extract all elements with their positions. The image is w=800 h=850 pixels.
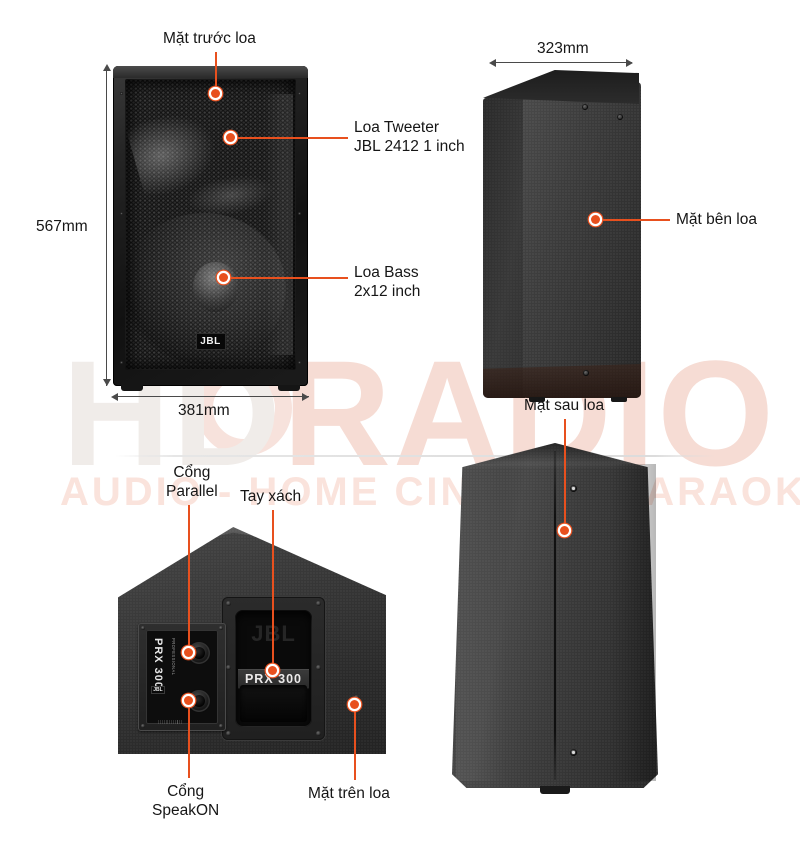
callout-line-front-face	[215, 52, 217, 94]
side-screw	[617, 114, 623, 120]
speaker-top-view: JBL PRX 300 PRX 300 PROFESSIONAL JBL	[118, 527, 386, 754]
dimension-line-width	[113, 396, 309, 398]
callout-dot-carry-handle	[268, 666, 277, 675]
callout-label-top-face: Mặt trên loa	[308, 785, 390, 802]
dimension-text-height: 567mm	[36, 218, 88, 235]
rear-foot	[540, 786, 570, 794]
dimension-arrow-up-icon	[102, 64, 111, 71]
handle-screw	[226, 601, 231, 606]
dimension-arrow-right-icon	[626, 58, 633, 67]
connector-plate: PRX 300 PROFESSIONAL JBL	[138, 623, 226, 731]
plate-screw	[141, 724, 145, 728]
grille-edge-highlight	[265, 93, 293, 356]
rear-center-seam	[554, 451, 556, 780]
side-screw	[582, 104, 588, 110]
callout-line-carry-handle	[272, 510, 274, 670]
handle-grip	[239, 684, 308, 723]
callout-line-tweeter	[230, 137, 348, 139]
rear-screw	[570, 485, 577, 492]
handle-screw	[316, 665, 321, 670]
plate-model-label: PRX 300	[152, 638, 164, 690]
callout-line-side-face	[598, 219, 670, 221]
dimension-arrow-left-icon	[489, 58, 496, 67]
jbl-badge-label: JBL	[200, 335, 221, 347]
dimension-arrow-down-icon	[102, 379, 111, 386]
side-bottom-band	[483, 364, 641, 398]
side-screw	[583, 370, 589, 376]
rear-right-shadow	[610, 463, 656, 782]
handle-screw	[316, 731, 321, 736]
plate-sub-label: PROFESSIONAL	[171, 638, 176, 676]
dimension-text-width: 381mm	[178, 402, 230, 419]
callout-line-rear-face	[564, 419, 566, 529]
callout-label-front-face: Mặt trước loa	[163, 30, 256, 47]
dimension-line-depth	[492, 62, 632, 64]
plate-screw	[219, 626, 223, 630]
plate-screw	[219, 724, 223, 728]
handle-screw	[226, 731, 231, 736]
callout-label-speakon-port: Cổng SpeakON	[152, 783, 220, 819]
side-chamfer	[483, 98, 525, 398]
front-foot	[278, 385, 300, 391]
rear-screw	[570, 749, 577, 756]
callout-dot-front-face	[211, 89, 220, 98]
callout-dot-side-face	[591, 215, 600, 224]
side-foot	[611, 397, 627, 402]
callout-line-bass	[228, 277, 348, 279]
callout-line-parallel-port	[188, 505, 190, 653]
front-foot	[121, 385, 143, 391]
connector-plate-face: PRX 300 PROFESSIONAL JBL	[146, 630, 218, 724]
callout-dot-rear-face	[560, 526, 569, 535]
front-screw	[120, 212, 123, 215]
front-screw	[298, 92, 301, 95]
front-screw	[298, 212, 301, 215]
callout-dot-tweeter	[226, 133, 235, 142]
front-screw	[298, 361, 301, 364]
callout-line-top-face	[354, 706, 356, 780]
speaker-rear-view	[452, 443, 658, 794]
callout-dot-speakon-port	[184, 696, 193, 705]
callout-label-rear-face: Mặt sau loa	[524, 397, 605, 414]
callout-label-carry-handle: Tay xách	[240, 488, 302, 505]
woofer-dustcap	[193, 262, 238, 312]
plate-screw	[141, 626, 145, 630]
plate-jbl-badge: JBL	[151, 686, 165, 694]
front-top-bevel	[113, 66, 308, 78]
callout-label-tweeter: Loa Tweeter JBL 2412 1 inch	[354, 119, 465, 155]
callout-dot-top-face	[350, 700, 359, 709]
dimension-arrow-right-icon	[302, 392, 309, 401]
callout-dot-parallel-port	[184, 648, 193, 657]
top-cabinet-screw	[354, 695, 359, 700]
front-grille: JBL	[125, 79, 296, 370]
handle-screw	[226, 665, 231, 670]
callout-line-speakon-port	[188, 700, 190, 778]
dimension-arrow-left-icon	[111, 392, 118, 401]
dimension-line-height	[106, 66, 108, 386]
plate-jbl-label: JBL	[153, 687, 163, 693]
speaker-front-view: JBL	[113, 66, 308, 391]
side-foot	[529, 397, 545, 402]
callout-dot-bass	[219, 273, 228, 282]
callout-label-bass: Loa Bass 2x12 inch	[354, 264, 421, 300]
parallel-connector[interactable]	[188, 642, 210, 664]
speaker-side-view	[483, 70, 641, 402]
handle-model-label: PRX 300	[244, 671, 302, 686]
plate-fineprint	[158, 720, 182, 724]
callout-label-parallel-port: Cổng Parallel	[166, 464, 218, 500]
front-screw	[120, 92, 123, 95]
speakon-connector[interactable]	[188, 690, 210, 712]
side-face-panel	[523, 82, 641, 398]
handle-screw	[316, 601, 321, 606]
callout-label-side-face: Mặt bên loa	[676, 211, 757, 228]
jbl-badge: JBL	[195, 332, 226, 350]
section-divider	[115, 455, 715, 457]
rear-left-highlight	[456, 463, 506, 782]
dimension-text-depth: 323mm	[537, 40, 589, 57]
front-screw	[120, 361, 123, 364]
